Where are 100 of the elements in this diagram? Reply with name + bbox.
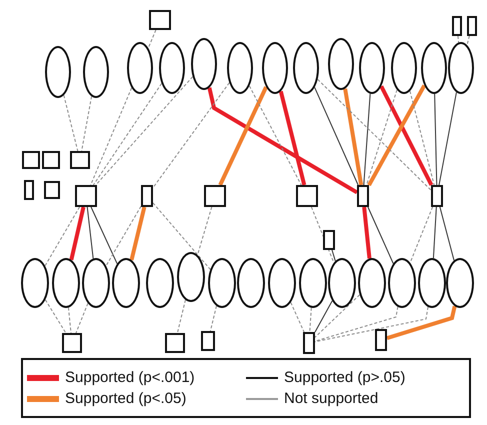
variable-box — [452, 16, 462, 36]
variable-oval — [45, 46, 71, 98]
variable-box — [431, 185, 443, 207]
variable-box — [22, 151, 40, 169]
variable-box — [201, 331, 215, 351]
connector-line — [81, 96, 92, 152]
connector-line — [130, 206, 146, 261]
variable-oval — [359, 42, 385, 94]
connector-line — [457, 36, 460, 43]
variable-oval — [82, 258, 110, 308]
variable-oval — [227, 42, 253, 94]
connector-line — [367, 84, 426, 186]
variable-box — [149, 10, 171, 30]
variable-box — [323, 230, 335, 250]
variable-oval — [83, 46, 109, 98]
variable-oval — [262, 42, 288, 94]
variable-box — [296, 185, 318, 207]
connector-line — [314, 306, 428, 342]
variable-box — [42, 151, 60, 169]
connector-line — [314, 86, 359, 186]
connector-line — [434, 93, 438, 186]
connector-line — [76, 302, 88, 334]
connector-line — [386, 306, 457, 340]
connector-line — [367, 206, 394, 264]
connector-line — [90, 206, 118, 264]
variable-oval — [208, 258, 236, 308]
connector-line — [409, 90, 435, 186]
connector-line — [314, 300, 333, 333]
connector-line — [92, 83, 162, 186]
variable-box — [204, 185, 226, 207]
variable-box — [62, 333, 82, 353]
connector-line — [44, 206, 80, 266]
variable-box — [375, 329, 387, 351]
connector-line — [363, 93, 371, 186]
legend-label: Supported (p<.001) — [65, 369, 195, 386]
connector-line — [379, 85, 434, 186]
connector-line — [68, 307, 72, 334]
variable-box — [24, 180, 34, 200]
variable-oval — [159, 42, 185, 94]
connector-line — [248, 85, 302, 186]
variable-oval — [52, 258, 80, 308]
variable-oval — [237, 258, 265, 308]
legend-label: Supported (p<.05) — [65, 390, 186, 407]
variable-oval — [328, 258, 356, 308]
variable-oval — [418, 258, 446, 308]
connector-line — [317, 78, 432, 191]
variable-box — [165, 333, 185, 353]
legend-label: Not supported — [284, 390, 378, 407]
variable-box — [70, 151, 90, 169]
variable-oval — [146, 258, 174, 308]
variable-box — [141, 185, 153, 207]
connector-line — [278, 90, 306, 186]
variable-oval — [268, 258, 296, 308]
variable-box — [467, 16, 477, 36]
connector-line — [69, 206, 86, 260]
connector-line — [290, 302, 305, 332]
variable-oval — [112, 258, 140, 308]
connector-line — [362, 206, 372, 259]
connector-line — [314, 306, 398, 342]
legend-label: Supported (p>.05) — [284, 369, 406, 386]
variable-oval — [358, 258, 386, 308]
variable-oval — [448, 42, 474, 94]
connector-line — [86, 206, 94, 259]
connector-line — [90, 87, 132, 186]
variable-oval — [293, 42, 319, 94]
connector-line — [432, 206, 437, 259]
connector-line — [332, 250, 336, 262]
connector-line — [95, 76, 194, 186]
connector-line — [218, 86, 268, 186]
connector-line — [210, 305, 217, 332]
connector-line — [438, 92, 457, 186]
variable-oval — [21, 258, 49, 308]
connector-line — [343, 88, 364, 186]
connector-line — [310, 206, 334, 264]
connector-line — [197, 206, 212, 256]
connector-line — [439, 206, 455, 261]
variable-oval — [127, 42, 153, 94]
connector-line — [106, 206, 142, 266]
connector-line — [314, 294, 360, 338]
variable-oval — [391, 42, 417, 94]
variable-oval — [328, 38, 354, 90]
variable-oval — [388, 258, 416, 308]
connector-line — [207, 87, 358, 194]
variable-box — [357, 185, 369, 207]
connector-line — [366, 89, 398, 186]
connector-line — [176, 299, 186, 334]
variable-oval — [177, 252, 205, 302]
variable-oval — [299, 258, 327, 308]
connector-line — [466, 36, 470, 46]
variable-box — [75, 185, 97, 207]
connector-line — [63, 94, 78, 152]
connector-line — [309, 307, 312, 332]
variable-box — [44, 181, 60, 199]
connector-line — [152, 82, 230, 188]
connector-line — [44, 299, 66, 334]
connector-line — [410, 206, 434, 264]
variable-oval — [446, 258, 474, 308]
variable-oval — [421, 42, 447, 94]
variable-box — [303, 332, 315, 354]
connector-line — [148, 30, 156, 49]
